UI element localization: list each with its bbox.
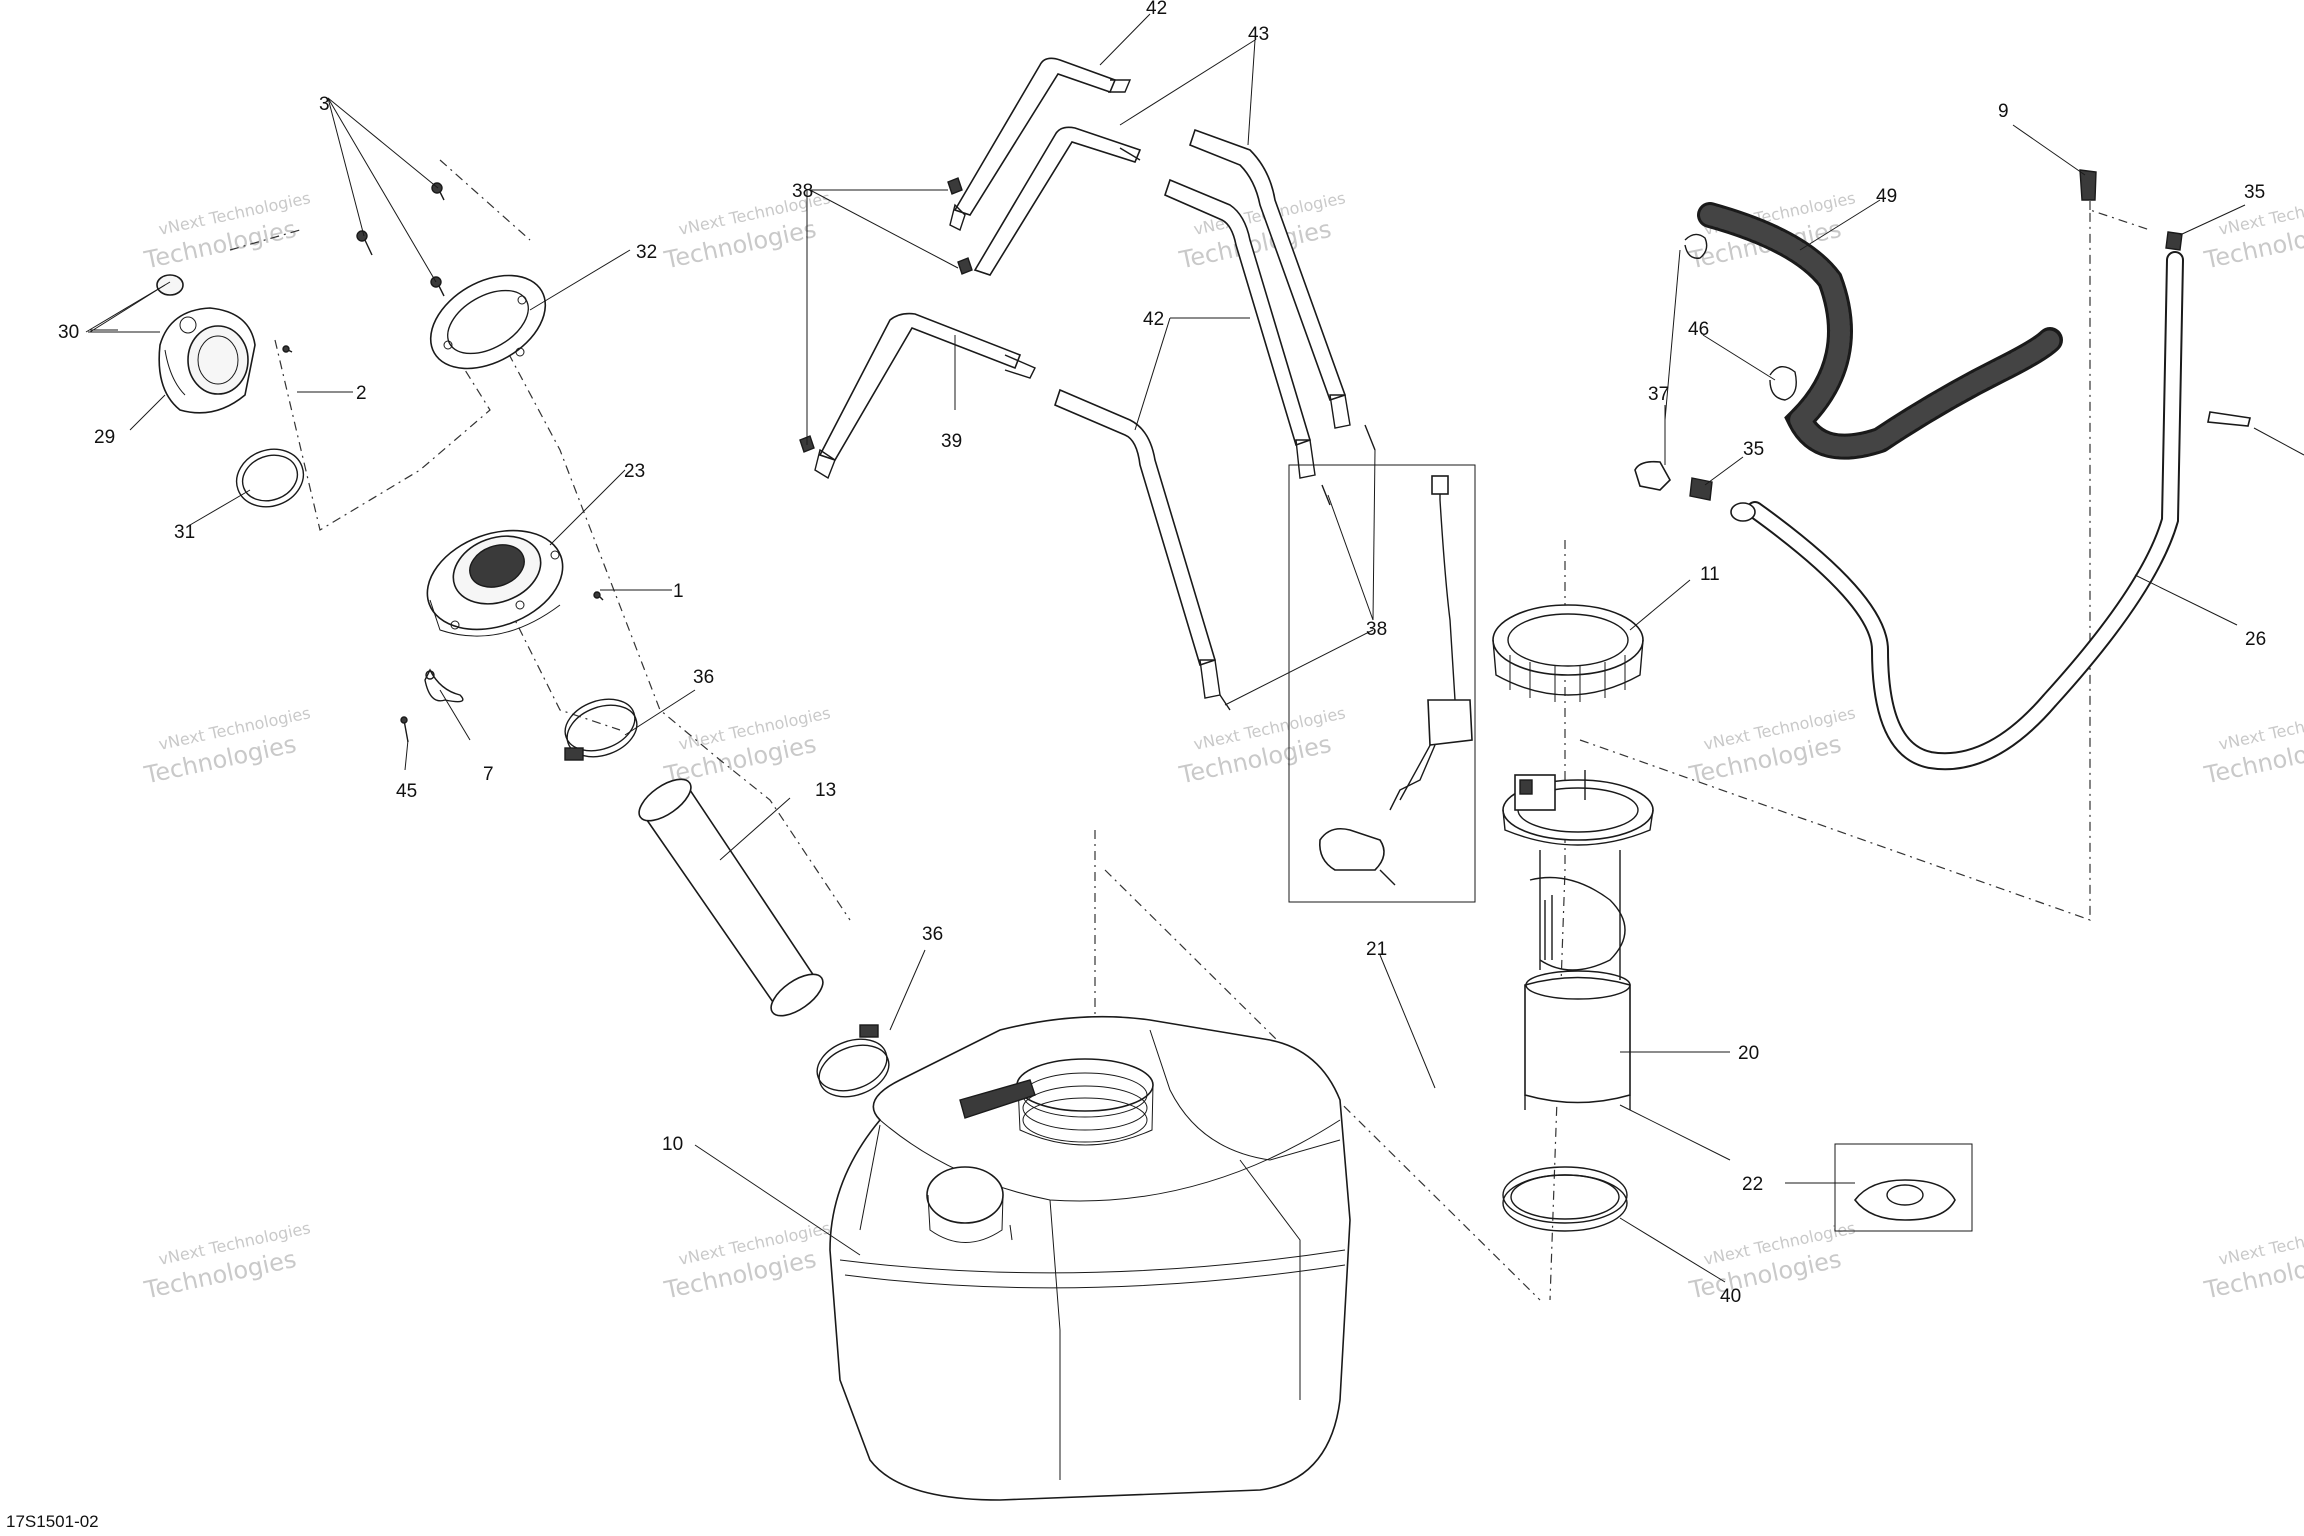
hose-clamp-lower	[816, 1024, 890, 1098]
cap-tether	[424, 668, 464, 703]
callout-13: 13	[815, 780, 836, 801]
locking-ring	[1492, 604, 1644, 702]
callout-38-left: 38	[792, 181, 813, 202]
mounting-screws	[356, 182, 445, 297]
callout-42-mid: 42	[1143, 309, 1164, 330]
fuel-cap	[158, 307, 256, 414]
callout-32: 32	[636, 242, 657, 263]
callout-21: 21	[1366, 939, 1387, 960]
trim-ring	[429, 274, 547, 370]
callout-36-upper: 36	[693, 667, 714, 688]
filler-housing	[426, 529, 564, 637]
callout-3: 3	[319, 94, 330, 115]
screw	[400, 716, 409, 743]
callout-39: 39	[941, 431, 962, 452]
o-ring	[1502, 1166, 1628, 1232]
callout-36-lower: 36	[922, 924, 943, 945]
callout-43: 43	[1248, 24, 1269, 45]
hose-clamp-upper	[564, 698, 638, 761]
callout-30: 30	[58, 322, 79, 343]
callout-42-top: 42	[1146, 0, 1167, 19]
corrugated-hose	[1697, 202, 2063, 460]
filler-hose	[638, 778, 824, 1017]
callout-40: 40	[1720, 1286, 1741, 1307]
callout-1: 1	[673, 581, 684, 602]
drawing-reference-code: 17S1501-02	[6, 1512, 99, 1531]
callout-20: 20	[1738, 1043, 1759, 1064]
callout-49: 49	[1876, 186, 1897, 207]
cap-seal	[235, 448, 305, 508]
callout-46: 46	[1688, 319, 1709, 340]
callout-45: 45	[396, 781, 417, 802]
callout-7: 7	[483, 764, 494, 785]
fuel-tank	[829, 1015, 1351, 1501]
callout-2: 2	[356, 383, 367, 404]
callout-26: 26	[2245, 629, 2266, 650]
callout-29: 29	[94, 427, 115, 448]
callout-31: 31	[174, 522, 195, 543]
callout-11: 11	[1700, 564, 1720, 585]
small-screw	[593, 591, 604, 601]
callouts: 1 2 3 7 9 10 11 13 20 21 22 23 26 29 30 …	[58, 0, 2266, 1307]
callout-37: 37	[1648, 384, 1669, 405]
callout-22: 22	[1742, 1174, 1763, 1195]
callout-35-upper: 35	[2244, 182, 2265, 203]
callout-9: 9	[1998, 101, 2009, 122]
fuel-level-sender	[1288, 464, 1476, 903]
vent-hose	[1730, 251, 2251, 771]
callout-23: 23	[624, 461, 645, 482]
callout-38-right: 38	[1366, 619, 1387, 640]
cap-gasket	[156, 274, 184, 296]
pump-filter	[1834, 1143, 1973, 1232]
fittings	[1634, 169, 2183, 501]
callout-10: 10	[662, 1134, 683, 1155]
callout-35-lower: 35	[1743, 439, 1764, 460]
tank-straps	[799, 57, 1376, 711]
cap-screw	[282, 345, 293, 353]
leader-lines	[85, 13, 2304, 1283]
fuel-pump-module	[1502, 770, 1654, 1110]
